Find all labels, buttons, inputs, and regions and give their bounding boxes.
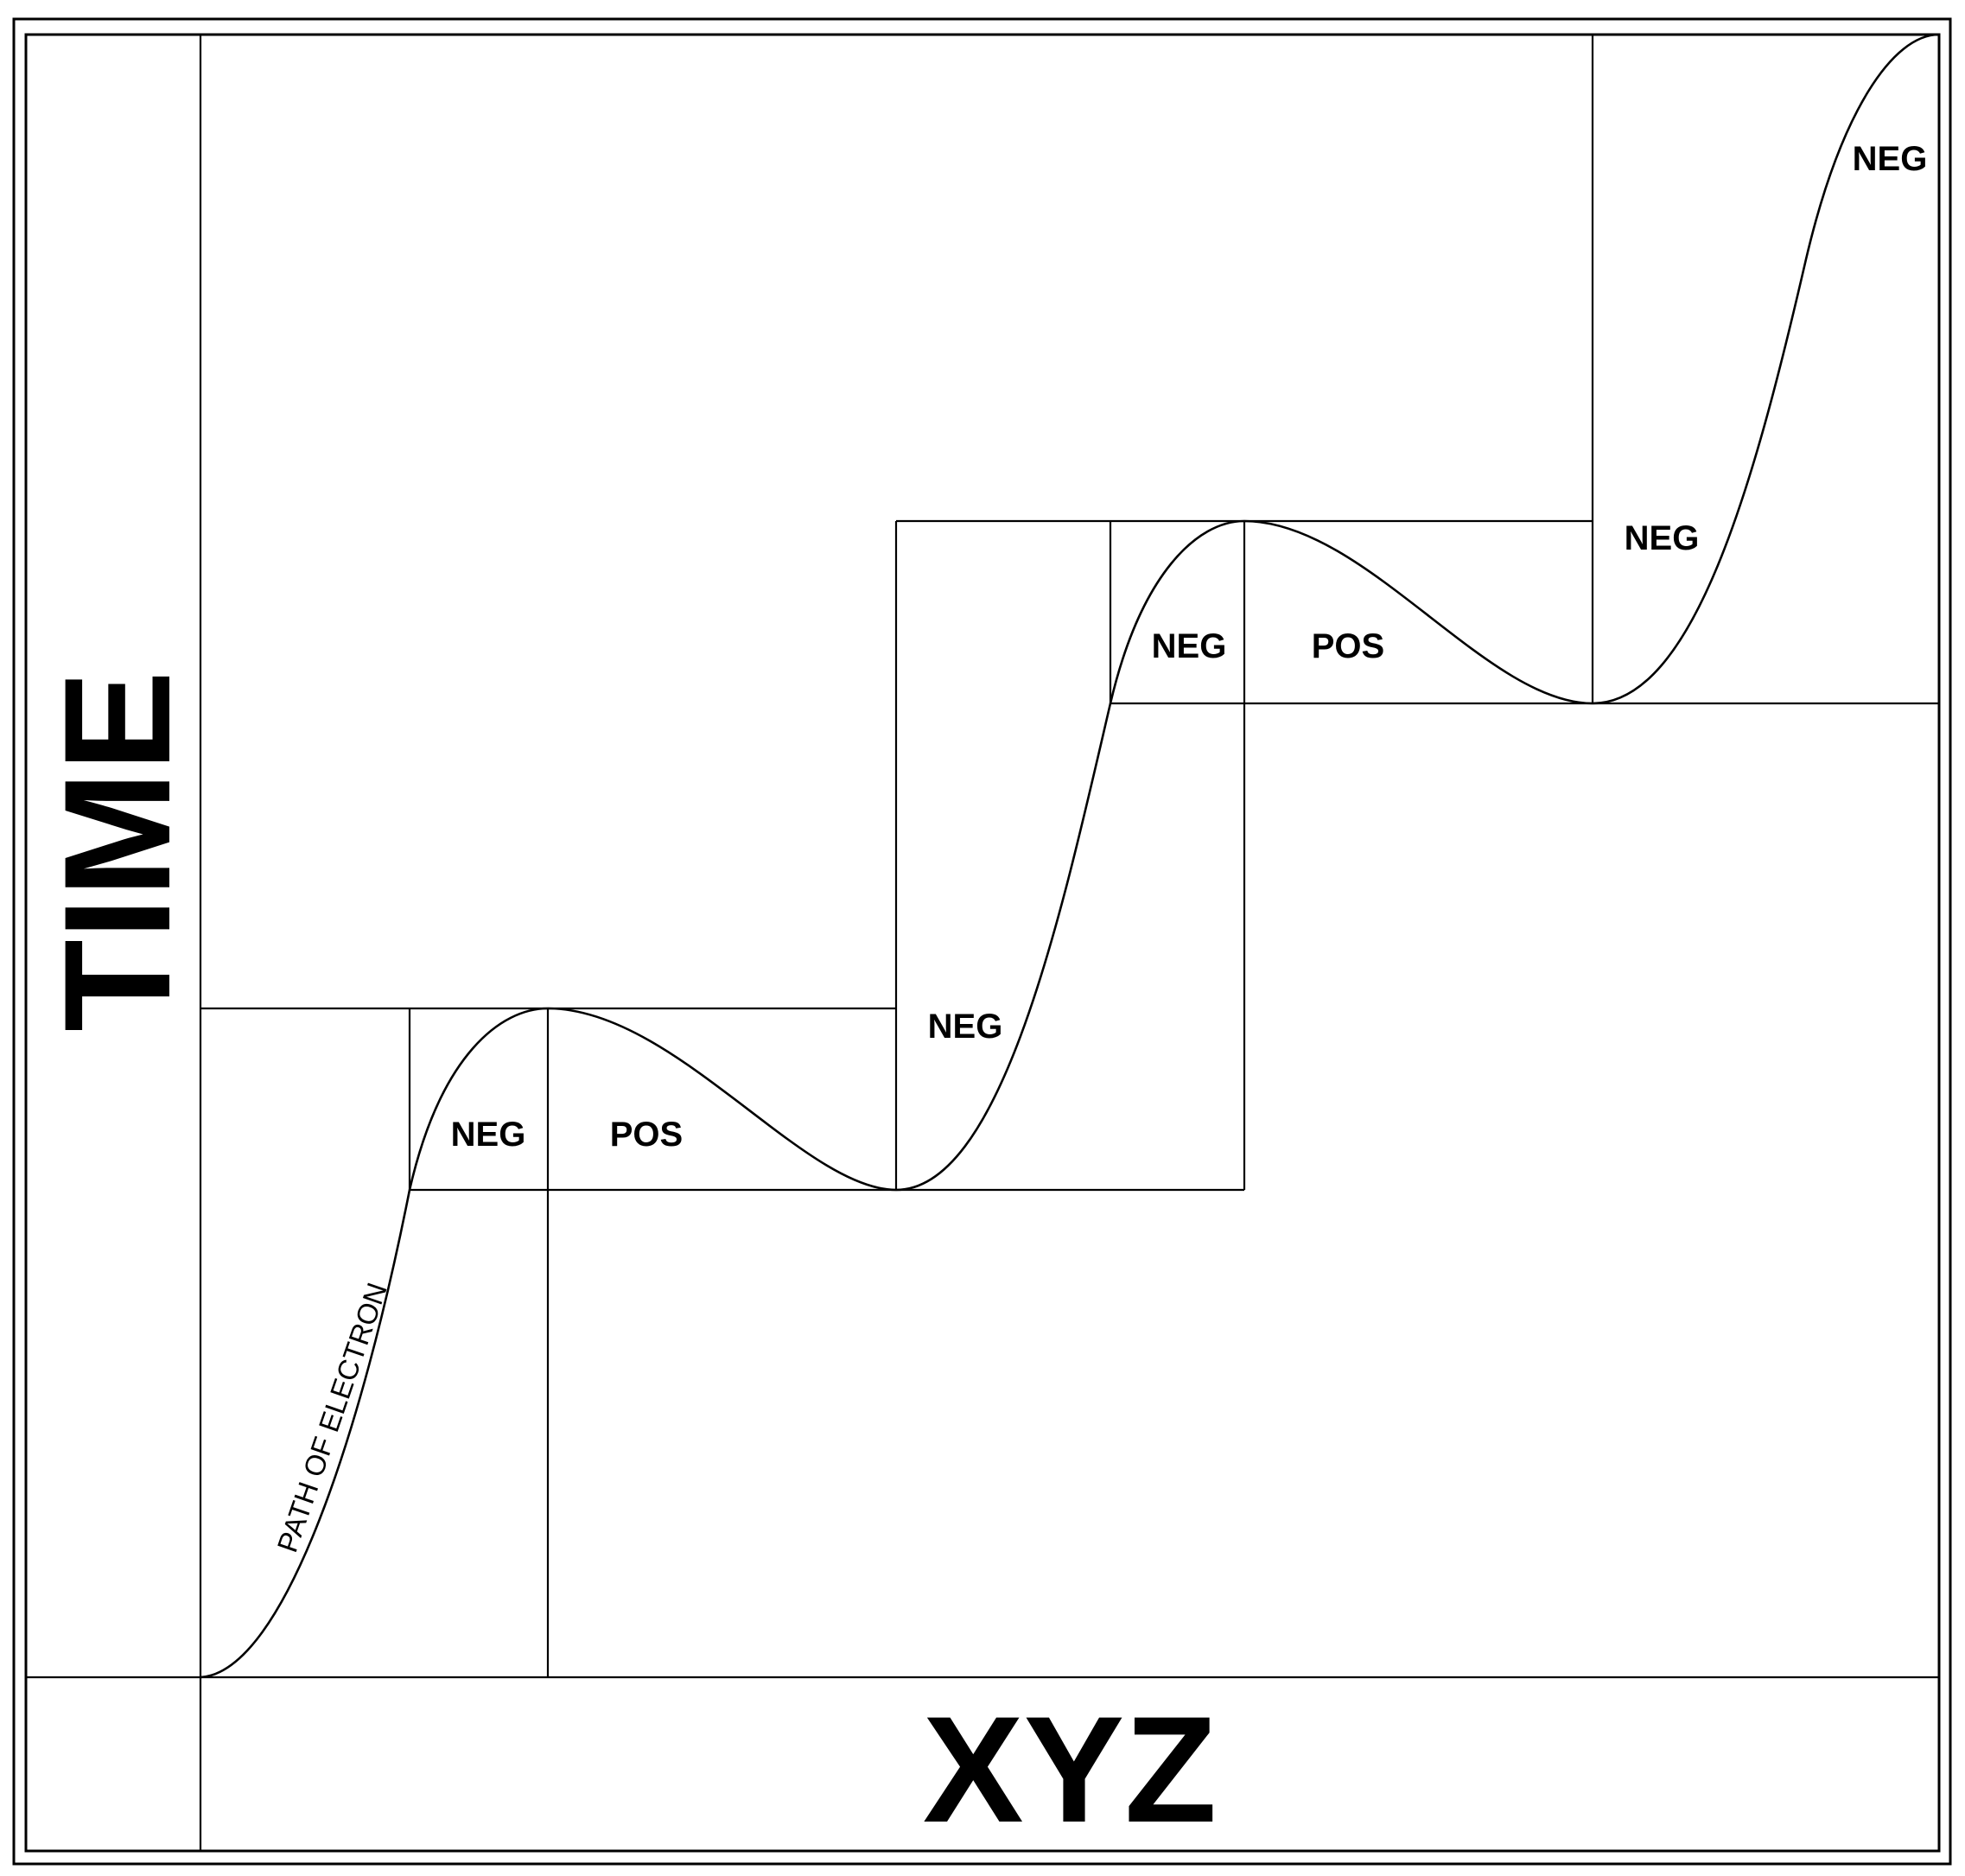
neg-label: NEG bbox=[451, 1116, 526, 1154]
neg-label: NEG bbox=[928, 1008, 1003, 1046]
neg-label: NEG bbox=[1625, 519, 1700, 557]
time-axis-label: TIME bbox=[34, 671, 202, 1032]
pos-label: POS bbox=[610, 1116, 683, 1154]
outer-border bbox=[12, 17, 1952, 1866]
electron-path-curve bbox=[200, 33, 1940, 1679]
path-of-electron-label: PATH OF ELECTRON bbox=[270, 1279, 392, 1556]
inner-border bbox=[24, 33, 1941, 1853]
xyz-axis-label: XYZ bbox=[923, 1686, 1217, 1854]
pos-label: POS bbox=[1312, 627, 1384, 665]
neg-label: NEG bbox=[1152, 627, 1227, 665]
neg-label: NEG bbox=[1853, 140, 1928, 178]
